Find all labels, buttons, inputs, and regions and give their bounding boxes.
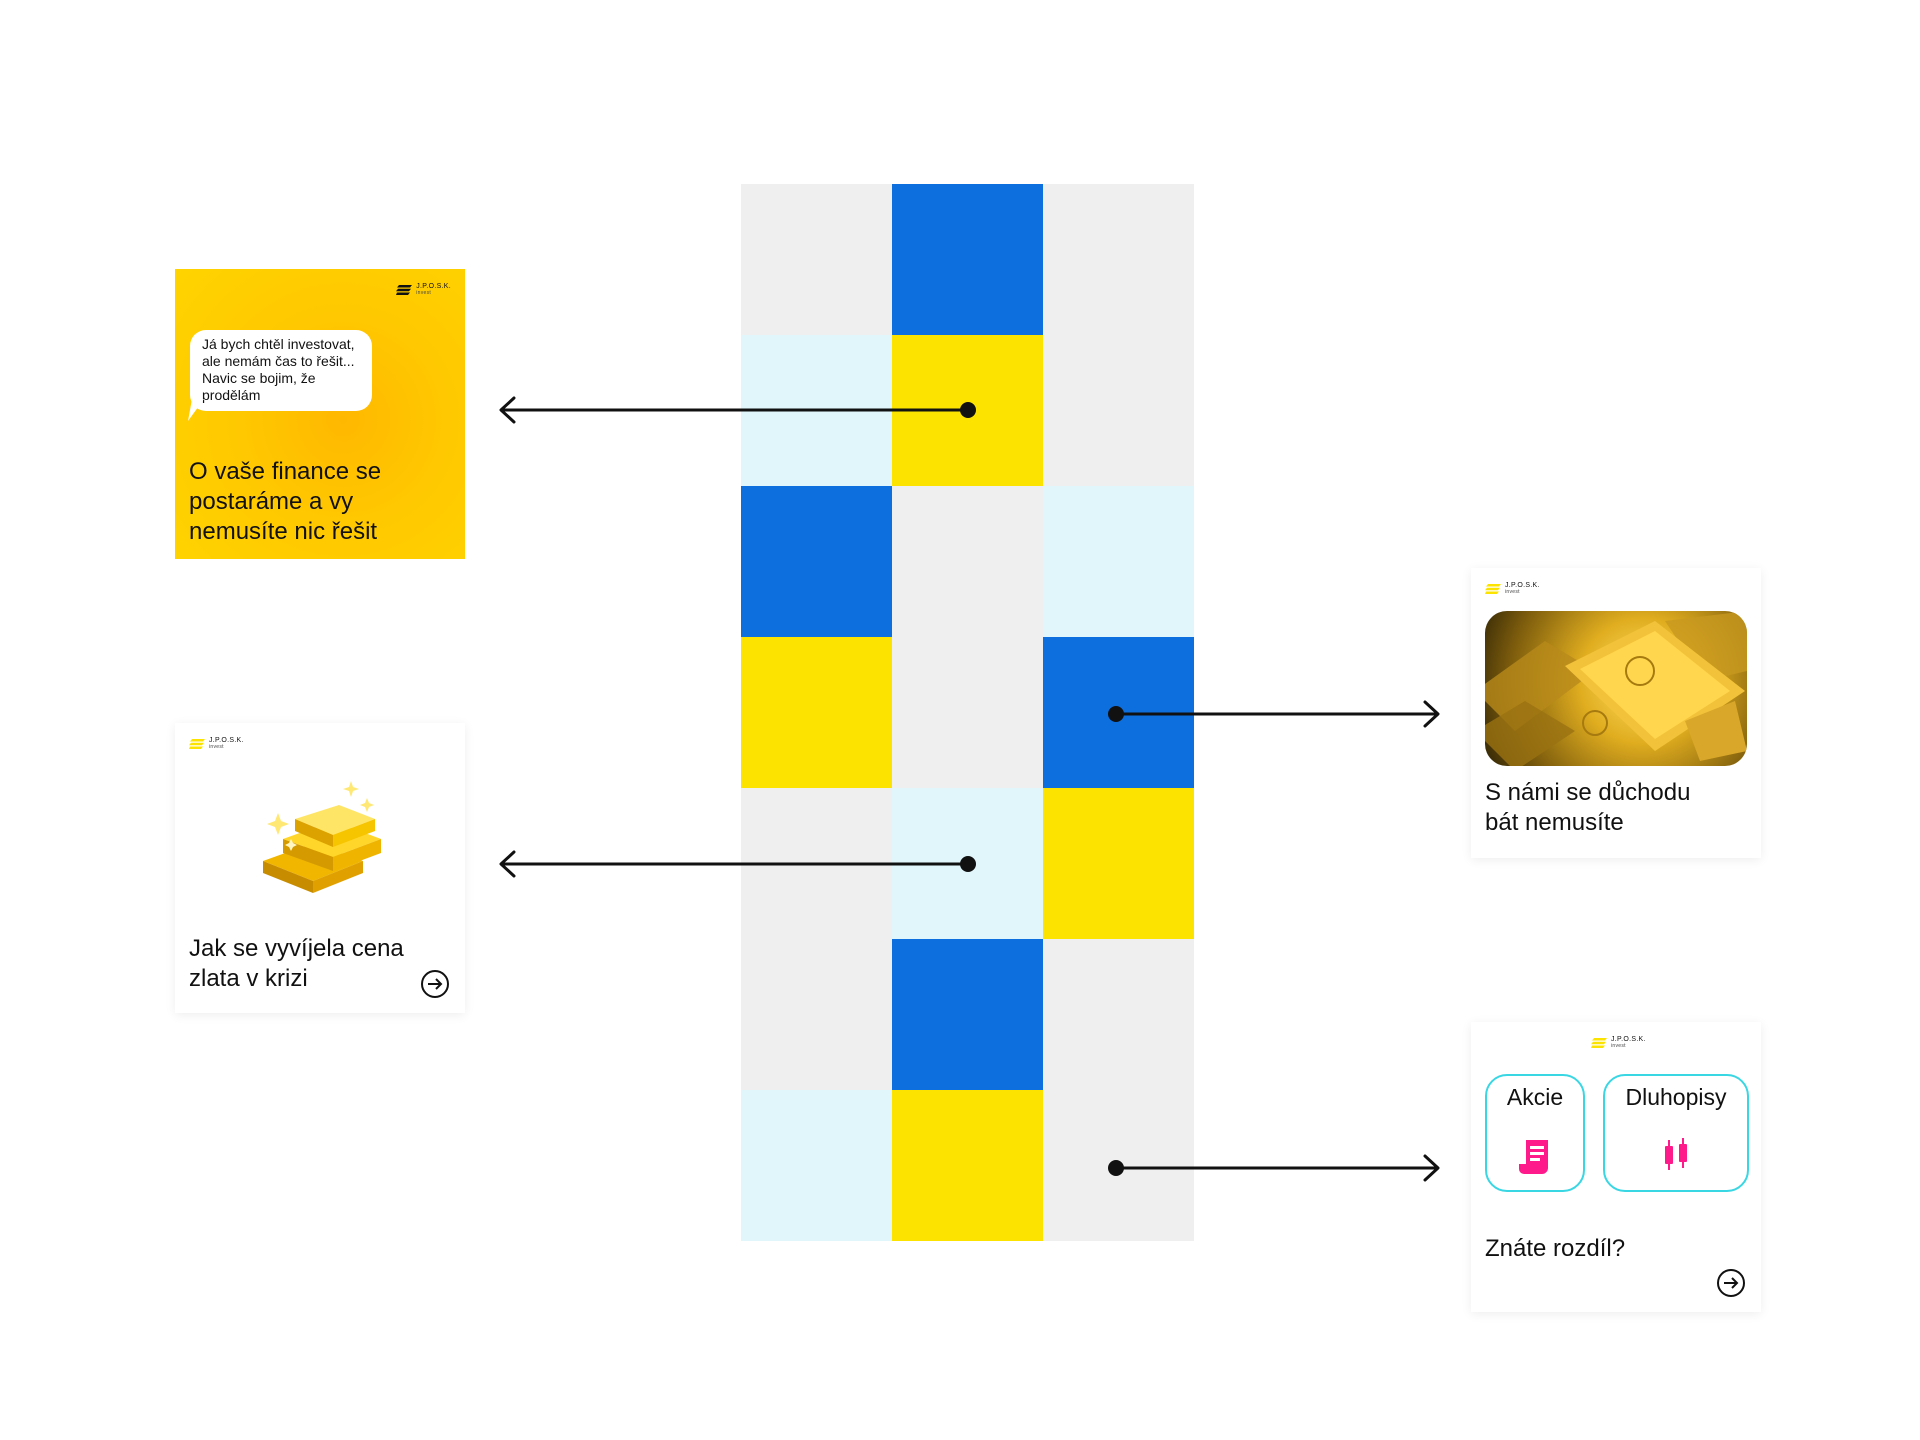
brand-name: J.P.O.S.K.	[416, 283, 451, 290]
brand-name: J.P.O.S.K.	[209, 737, 244, 744]
grid-cell-gray	[1043, 939, 1194, 1090]
card-title: Znáte rozdíl?	[1485, 1235, 1626, 1262]
card-pension[interactable]: J.P.O.S.K. invest S námi se důchodu bát …	[1471, 568, 1761, 858]
candlestick-icon	[1665, 1138, 1687, 1170]
brand-sub: invest	[1505, 589, 1520, 595]
brand-logo: J.P.O.S.K. invest	[1591, 1036, 1646, 1050]
grid-cell-light	[892, 788, 1043, 939]
gold-bar-photo	[1485, 611, 1747, 766]
pill-dluhopisy[interactable]: Dluhopisy	[1603, 1074, 1749, 1192]
grid-cell-light	[741, 335, 892, 486]
grid-cell-gray	[741, 184, 892, 335]
card-title: S námi se důchodu bát nemusíte	[1485, 779, 1691, 836]
pill-label: Dluhopisy	[1625, 1084, 1727, 1110]
grid-cell-gray	[741, 939, 892, 1090]
logo-mark-icon	[189, 739, 205, 749]
brand-sub: invest	[416, 290, 432, 296]
brand-name: J.P.O.S.K.	[1505, 582, 1540, 589]
card-finance[interactable]: J.P.O.S.K. invest Já bych chtěl investov…	[175, 269, 465, 559]
brand-logo: J.P.O.S.K. invest	[396, 283, 451, 297]
logo-mark-icon	[1591, 1038, 1607, 1048]
grid-cell-light	[1043, 486, 1194, 637]
gold-bars-icon	[263, 781, 381, 893]
grid-cell-blue	[892, 939, 1043, 1090]
bubble-line: ale nemám čas to řešit...	[202, 353, 355, 369]
color-grid	[741, 184, 1194, 1241]
bubble-line: prodělám	[202, 387, 261, 403]
grid-cell-gray	[892, 486, 1043, 637]
grid-cell-blue	[1043, 637, 1194, 788]
grid-cell-gray	[1043, 184, 1194, 335]
grid-cell-light	[741, 1090, 892, 1241]
card-gold-price[interactable]: J.P.O.S.K. invest Jak se vyvíjela cena z…	[175, 723, 465, 1013]
pill-akcie[interactable]: Akcie	[1485, 1074, 1585, 1192]
grid-cell-gray	[1043, 335, 1194, 486]
brand-sub: invest	[209, 744, 224, 750]
grid-cell-yellow	[892, 335, 1043, 486]
arrow-right-circle-icon[interactable]	[420, 969, 450, 999]
brand-sub: invest	[1611, 1043, 1626, 1049]
grid-cell-gray	[741, 788, 892, 939]
speech-bubble: Já bych chtěl investovat, ale nemám čas …	[190, 330, 372, 411]
brand-logo: J.P.O.S.K. invest	[189, 737, 244, 751]
grid-cell-yellow	[741, 637, 892, 788]
grid-cell-yellow	[1043, 788, 1194, 939]
card-title: O vaše finance se postaráme a vy nemusít…	[189, 458, 382, 545]
grid-cell-yellow	[892, 1090, 1043, 1241]
bubble-tail-icon	[188, 399, 204, 421]
grid-cell-blue	[741, 486, 892, 637]
document-icon	[1519, 1140, 1548, 1174]
grid-cell-gray	[892, 637, 1043, 788]
bubble-line: Já bych chtěl investovat,	[202, 336, 355, 352]
card-title: Jak se vyvíjela cena zlata v krizi	[189, 935, 404, 992]
logo-mark-icon	[396, 285, 413, 295]
brand-logo: J.P.O.S.K. invest	[1485, 582, 1540, 596]
brand-name: J.P.O.S.K.	[1611, 1036, 1646, 1043]
card-difference[interactable]: J.P.O.S.K. invest Akcie Dluhopisy Znáte …	[1471, 1022, 1761, 1312]
grid-cell-gray	[1043, 1090, 1194, 1241]
logo-mark-icon	[1485, 584, 1501, 594]
pill-label: Akcie	[1506, 1084, 1564, 1110]
arrow-right-circle-icon[interactable]	[1716, 1268, 1746, 1298]
bubble-line: Navic se bojim, že	[202, 370, 316, 386]
grid-cell-blue	[892, 184, 1043, 335]
